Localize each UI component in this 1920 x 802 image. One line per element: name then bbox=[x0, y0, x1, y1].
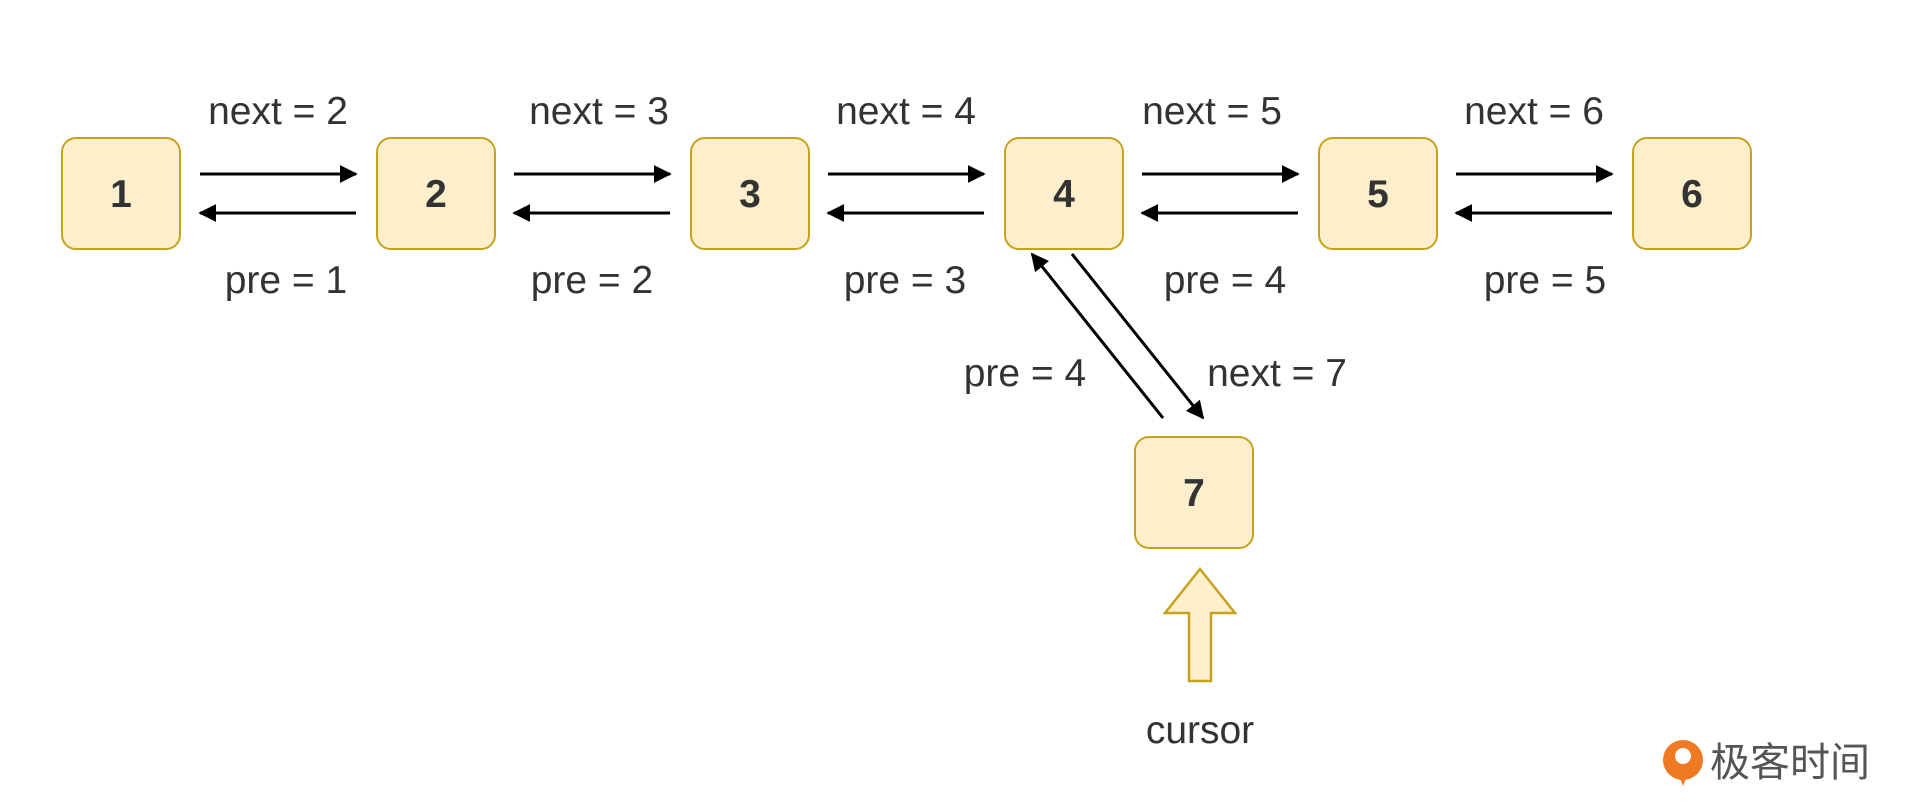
pre-label-2: pre = 2 bbox=[531, 259, 654, 302]
node-7: 7 bbox=[1134, 436, 1254, 549]
next-label-5: next = 6 bbox=[1464, 90, 1604, 133]
pre-label-5: pre = 5 bbox=[1484, 259, 1607, 302]
pre-label-1: pre = 1 bbox=[225, 259, 348, 302]
insert-pre-label: pre = 4 bbox=[964, 352, 1087, 395]
node-6-label: 6 bbox=[1681, 173, 1703, 216]
cursor-label: cursor bbox=[1146, 709, 1254, 752]
node-3-label: 3 bbox=[739, 173, 761, 216]
pre-label-4: pre = 4 bbox=[1164, 259, 1287, 302]
node-2: 2 bbox=[376, 137, 496, 250]
node-4-label: 4 bbox=[1053, 173, 1075, 216]
node-1-label: 1 bbox=[110, 173, 132, 216]
node-4: 4 bbox=[1004, 137, 1124, 250]
next-label-2: next = 3 bbox=[529, 90, 669, 133]
node-1: 1 bbox=[61, 137, 181, 250]
brand-logo: 极客时间 bbox=[1663, 740, 1870, 786]
node-6: 6 bbox=[1632, 137, 1752, 250]
pre-label-3: pre = 3 bbox=[844, 259, 967, 302]
node-5-label: 5 bbox=[1367, 173, 1389, 216]
brand-text: 极客时间 bbox=[1710, 741, 1870, 785]
node-5: 5 bbox=[1318, 137, 1438, 250]
insert-next-label: next = 7 bbox=[1207, 352, 1347, 395]
node-3: 3 bbox=[690, 137, 810, 250]
node-2-label: 2 bbox=[425, 173, 447, 216]
cursor-arrow-icon bbox=[1162, 566, 1238, 683]
node-7-label: 7 bbox=[1183, 472, 1205, 515]
next-label-1: next = 2 bbox=[208, 90, 348, 133]
pre-arrow-7-4 bbox=[1030, 252, 1165, 419]
next-label-4: next = 5 bbox=[1142, 90, 1282, 133]
next-label-3: next = 4 bbox=[836, 90, 976, 133]
next-arrow-4-7 bbox=[1070, 253, 1205, 420]
